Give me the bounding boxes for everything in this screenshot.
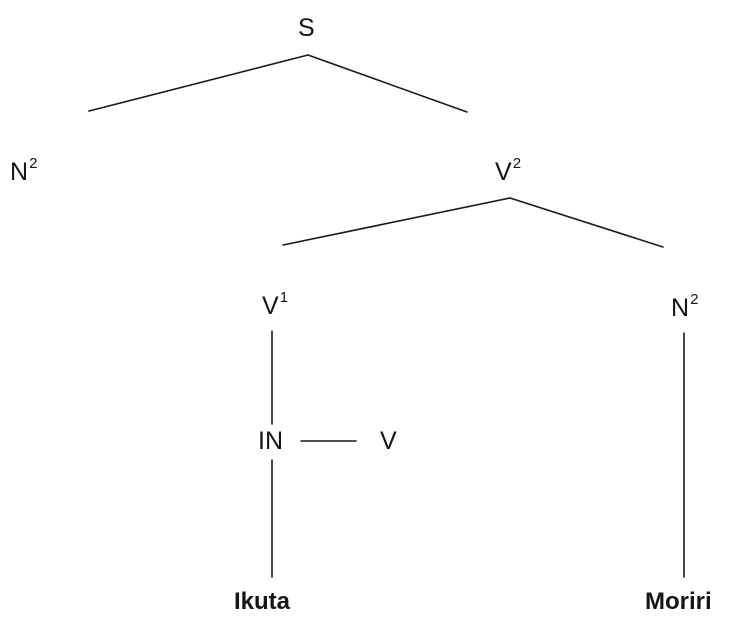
branch-v2-to-v1 <box>282 197 511 246</box>
branch-s-to-n2 <box>88 54 309 112</box>
node-s: S <box>298 14 315 42</box>
node-v: V <box>380 427 397 455</box>
node-in: IN <box>258 427 283 455</box>
node-n2-left: N2 <box>10 155 38 186</box>
branch-v2-to-n2 <box>509 197 664 248</box>
leaf-moriri: Moriri <box>645 588 712 615</box>
node-v1: V1 <box>262 289 289 320</box>
node-v2: V2 <box>495 155 522 186</box>
branch-s-to-v2 <box>307 54 468 113</box>
node-n2-right: N2 <box>671 291 699 322</box>
leaf-ikuta: Ikuta <box>234 588 291 615</box>
